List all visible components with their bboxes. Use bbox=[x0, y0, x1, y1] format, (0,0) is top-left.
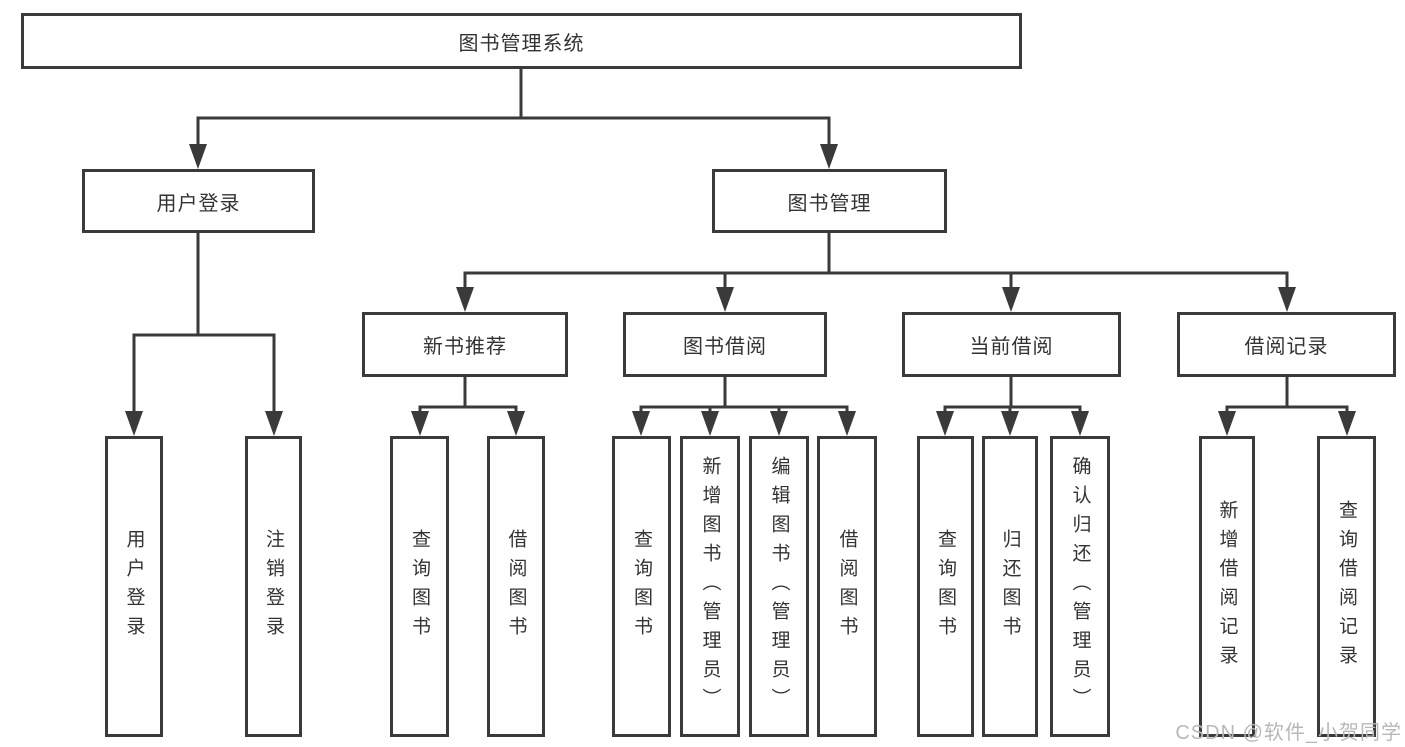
connector-line bbox=[132, 333, 276, 414]
node-user-login: 用户登录 bbox=[82, 169, 315, 233]
leaf-add-books-admin: 新增图书（管理员） bbox=[680, 436, 740, 737]
connector-current-borrow-to-leaves bbox=[936, 377, 1089, 436]
connector-book-management-to-level3 bbox=[456, 233, 1296, 312]
connector-borrow-records-to-leaves bbox=[1218, 377, 1356, 436]
node-book-borrow: 图书借阅 bbox=[623, 312, 827, 377]
arrowhead bbox=[1278, 287, 1296, 312]
arrowhead bbox=[1218, 411, 1236, 436]
watermark: CSDN @软件_小贺同学 bbox=[1175, 722, 1402, 744]
connector-line bbox=[943, 405, 1082, 414]
leaf-edit-books-admin: 编辑图书（管理员） bbox=[749, 436, 809, 737]
connector-new-book-recommend-to-leaves bbox=[411, 377, 525, 436]
arrowhead bbox=[1338, 411, 1356, 436]
arrowhead bbox=[125, 411, 143, 436]
arrowhead bbox=[1002, 287, 1020, 312]
arrowhead bbox=[632, 411, 650, 436]
connector-line bbox=[639, 405, 849, 414]
leaf-borrow-books-recommend: 借阅图书 bbox=[487, 436, 545, 737]
leaf-return-books: 归还图书 bbox=[982, 436, 1038, 737]
connector-root-to-level2 bbox=[189, 69, 838, 169]
arrowhead bbox=[411, 411, 429, 436]
leaf-query-books-current: 查询图书 bbox=[917, 436, 974, 737]
leaf-logout: 注销登录 bbox=[245, 436, 302, 737]
arrowhead bbox=[838, 411, 856, 436]
node-borrow-records: 借阅记录 bbox=[1177, 312, 1396, 377]
connector-book-borrow-to-leaves bbox=[632, 377, 856, 436]
arrowhead bbox=[456, 287, 474, 312]
arrowhead bbox=[820, 144, 838, 169]
node-new-book-recommend: 新书推荐 bbox=[362, 312, 568, 377]
arrowhead bbox=[1001, 411, 1019, 436]
node-current-borrow: 当前借阅 bbox=[902, 312, 1121, 377]
leaf-add-borrow-record: 新增借阅记录 bbox=[1199, 436, 1255, 737]
arrowhead bbox=[716, 287, 734, 312]
leaf-user-login: 用户登录 bbox=[105, 436, 163, 737]
leaf-query-borrow-record: 查询借阅记录 bbox=[1317, 436, 1376, 737]
connector-line bbox=[196, 116, 831, 147]
arrowhead bbox=[507, 411, 525, 436]
connector-user-login-to-leaves bbox=[125, 233, 283, 436]
node-library-management-system: 图书管理系统 bbox=[21, 13, 1022, 69]
leaf-borrow-books: 借阅图书 bbox=[817, 436, 877, 737]
connector-line bbox=[463, 271, 1289, 290]
arrowhead bbox=[701, 411, 719, 436]
arrowhead bbox=[770, 411, 788, 436]
arrowhead bbox=[1071, 411, 1089, 436]
leaf-confirm-return-admin: 确认归还（管理员） bbox=[1050, 436, 1110, 737]
leaf-query-books-recommend: 查询图书 bbox=[390, 436, 449, 737]
arrowhead bbox=[265, 411, 283, 436]
arrowhead bbox=[189, 144, 207, 169]
leaf-query-books-borrow: 查询图书 bbox=[612, 436, 671, 737]
connector-line bbox=[418, 405, 518, 414]
node-book-management: 图书管理 bbox=[712, 169, 947, 233]
connector-line bbox=[1225, 405, 1349, 414]
arrowhead bbox=[936, 411, 954, 436]
